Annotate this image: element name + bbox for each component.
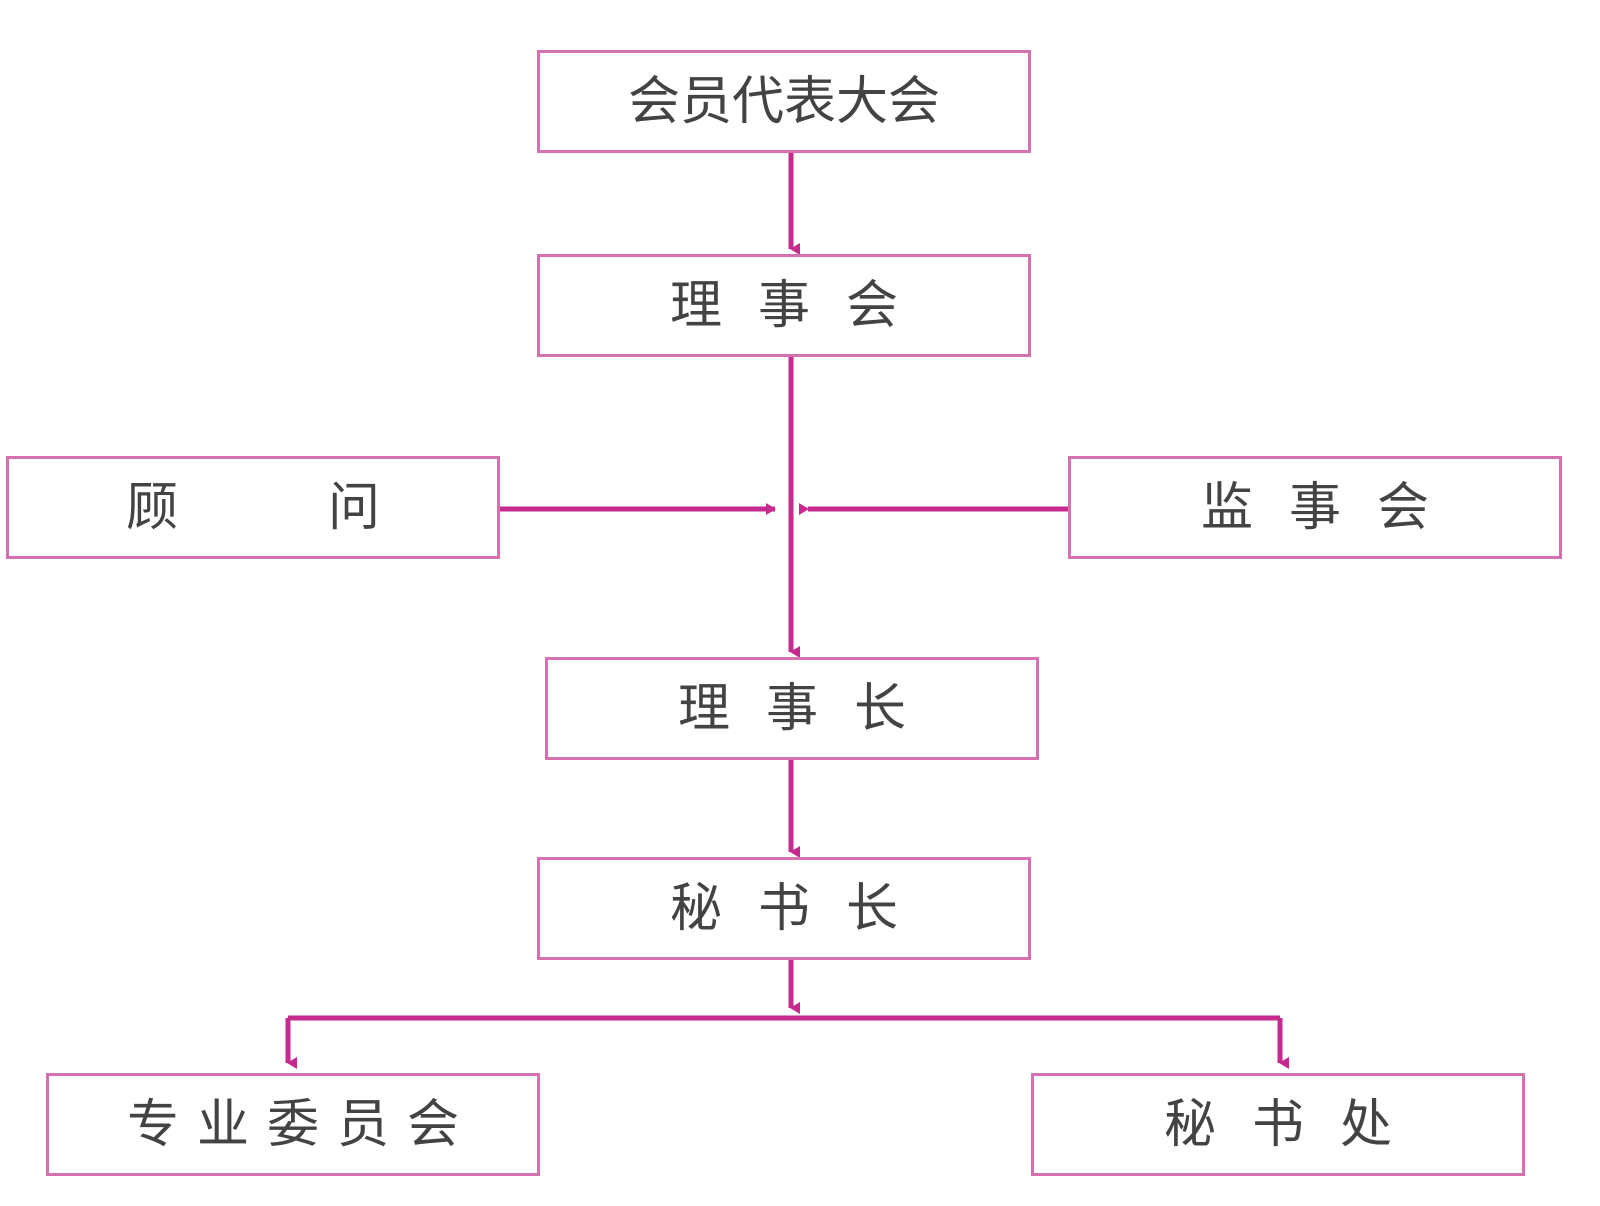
node-label-board-of-directors: 理事会 — [669, 275, 934, 336]
node-board-of-supervisors[interactable]: 监事会 — [1068, 456, 1562, 559]
node-label-secretariat: 秘书处 — [1163, 1094, 1428, 1155]
node-members-assembly[interactable]: 会员代表大会 — [537, 50, 1031, 153]
node-board-of-directors[interactable]: 理事会 — [537, 254, 1031, 357]
node-label-board-of-supervisors: 监事会 — [1200, 477, 1465, 538]
node-label-advisor: 顾问 — [126, 477, 531, 538]
node-label-members-assembly: 会员代表大会 — [627, 71, 940, 132]
node-professional-committee[interactable]: 专业委员会 — [46, 1073, 540, 1176]
node-label-secretary-general: 秘书长 — [669, 878, 934, 939]
node-secretariat[interactable]: 秘书处 — [1031, 1073, 1525, 1176]
node-chairman[interactable]: 理事长 — [545, 657, 1039, 760]
node-label-professional-committee: 专业委员会 — [126, 1094, 477, 1155]
node-secretary-general[interactable]: 秘书长 — [537, 857, 1031, 960]
node-label-chairman: 理事长 — [677, 678, 942, 739]
node-advisor[interactable]: 顾问 — [6, 456, 500, 559]
